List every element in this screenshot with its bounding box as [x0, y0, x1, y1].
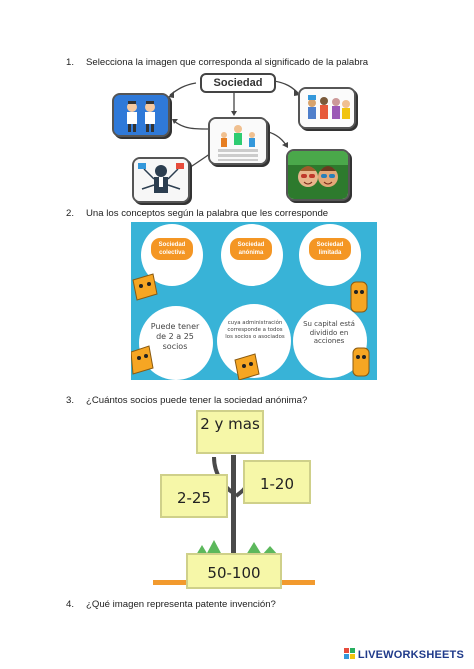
question-2: 2. Una los conceptos según la palabra que…: [66, 208, 328, 219]
card-right-text: 1-20: [259, 475, 295, 493]
pill-sociedad-colectiva[interactable]: Sociedad colectiva: [151, 238, 193, 260]
question-4: 4. ¿Qué imagen representa patente invenci…: [66, 599, 276, 610]
question-3: 3. ¿Cuántos socios puede tener la socieda…: [66, 395, 307, 406]
sunglasses-kids-illustration: [288, 151, 348, 199]
mindmap-title: Sociedad: [200, 73, 276, 93]
people-illustration: [300, 89, 354, 127]
photo-businessman[interactable]: [132, 157, 190, 203]
question-number: 2.: [66, 208, 75, 219]
logo-icon: [343, 648, 356, 663]
question-number: 1.: [66, 57, 75, 68]
card-right[interactable]: 1-20: [243, 460, 311, 504]
businessman-illustration: [134, 159, 188, 201]
question-text: Una los conceptos según la palabra que l…: [86, 208, 329, 219]
card-top[interactable]: 2 y mas: [196, 410, 264, 454]
photo-group-people[interactable]: [298, 87, 356, 129]
text-dos-a-25-socios[interactable]: Puede tener de 2 a 25 socios: [150, 322, 200, 351]
question-number: 3.: [66, 395, 75, 406]
question-1: 1. Selecciona la imagen que corresponda a…: [66, 57, 368, 68]
photo-kids-sunglasses[interactable]: [286, 149, 350, 201]
mindmap-image: Sociedad: [104, 71, 358, 204]
character-right-top: [350, 281, 368, 313]
crosswalk-illustration: [210, 119, 266, 163]
pill-sociedad-limitada[interactable]: Sociedad limitada: [309, 238, 351, 260]
tree-trunk: [231, 455, 236, 558]
question-text: Selecciona la imagen que corresponda al …: [86, 57, 369, 68]
photo-two-kids[interactable]: [112, 93, 170, 137]
question-number: 4.: [66, 599, 75, 610]
kids-illustration: [114, 95, 168, 135]
text-administracion[interactable]: cuya administración corresponde a todos …: [225, 320, 285, 341]
pill-sociedad-anonima[interactable]: Sociedad anónima: [230, 238, 272, 260]
matching-board: Sociedad colectiva Sociedad anónima Soci…: [131, 222, 377, 380]
text-capital-acciones[interactable]: Su capital está dividido en acciones: [303, 320, 355, 346]
logo-text: LIVEWORKSHEETS: [357, 649, 464, 661]
card-bottom[interactable]: 50-100: [186, 553, 282, 589]
card-bottom-text: 50-100: [207, 564, 261, 582]
card-left-text: 2-25: [176, 489, 212, 507]
card-top-text: 2 y mas: [200, 415, 260, 433]
question-text: ¿Cuántos socios puede tener la sociedad …: [86, 395, 308, 406]
photo-crosswalk[interactable]: [208, 117, 268, 165]
question-text: ¿Qué imagen representa patente invención…: [86, 599, 276, 610]
liveworksheets-logo: LIVEWORKSHEETS: [343, 648, 464, 663]
card-left[interactable]: 2-25: [160, 474, 228, 518]
